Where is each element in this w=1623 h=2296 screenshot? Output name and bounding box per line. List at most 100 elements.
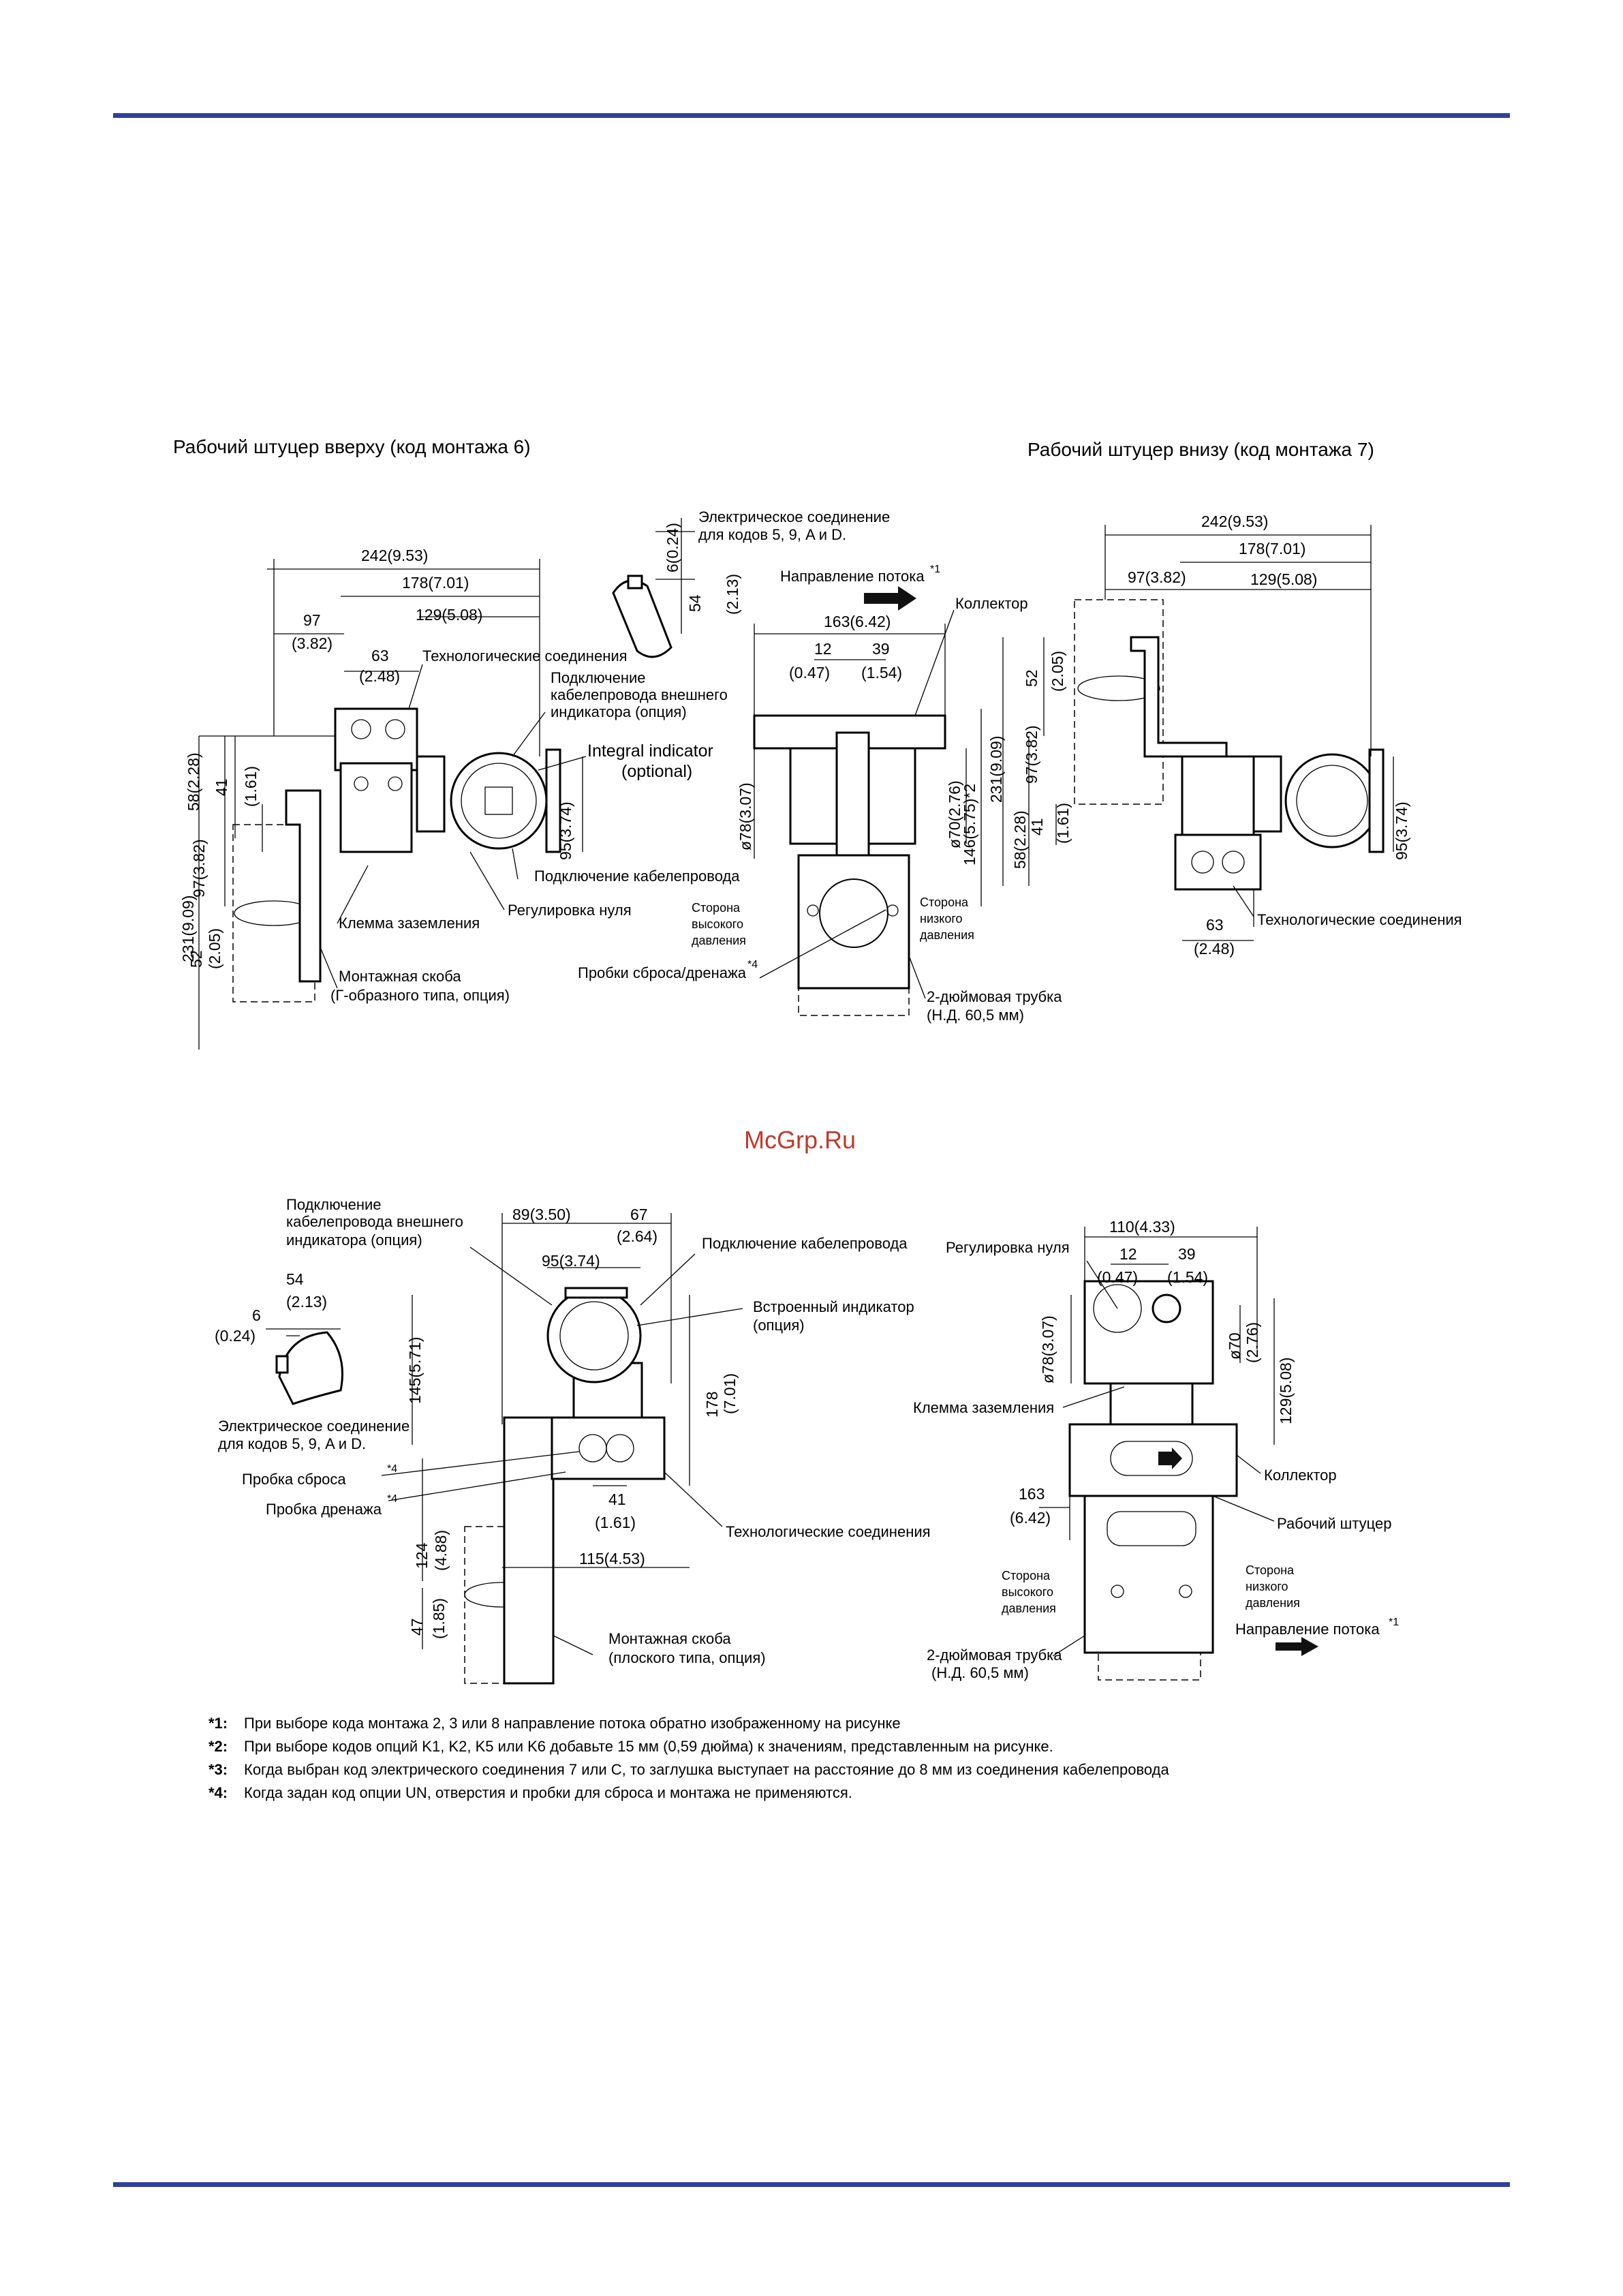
fig3-bracket2: (плоского типа, опция) xyxy=(608,1649,766,1666)
fig4-flow-arrow xyxy=(1276,1637,1318,1656)
footnote: *4:Когда задан код опции UN, отверстия и… xyxy=(208,1784,852,1801)
fig1-ext1: Подключение xyxy=(551,669,646,686)
mid-flow-arrow xyxy=(864,586,916,611)
mid-flow-sup: *1 xyxy=(930,564,940,575)
fig4-collector xyxy=(1068,1423,1238,1497)
fig2-dim-129: 129(5.08) xyxy=(1250,570,1317,588)
fig4-dim-12b: (0.47) xyxy=(1097,1268,1138,1286)
mid-elec-detail xyxy=(612,579,673,658)
fig1-zero: Регулировка нуля xyxy=(508,902,632,919)
fig1-dim-52b: (2.05) xyxy=(206,928,223,969)
fig4-dim-110: 110(4.33) xyxy=(1109,1218,1175,1236)
fig2-dim-41: 41 xyxy=(1028,818,1046,836)
mid-dim-78: ø78(3.07) xyxy=(737,782,754,851)
fig3-dim-178b: (7.01) xyxy=(721,1373,739,1414)
fig4-lp1: Сторона xyxy=(1246,1563,1295,1577)
fig3-dim-124: 124 xyxy=(413,1542,431,1569)
fig2-dim-97v: 97(3.82) xyxy=(1023,725,1040,784)
fig1-ext3: индикатора (опция) xyxy=(551,703,687,720)
fig4-dim-39: 39 xyxy=(1178,1245,1196,1263)
fig4-ground: Клемма заземления xyxy=(913,1399,1054,1416)
fig3-dim-6b: (0.24) xyxy=(215,1327,256,1345)
mid-dim-163: 163(6.42) xyxy=(824,613,891,630)
mid-capsule-right xyxy=(867,747,916,845)
fig4-flow: Направление потока xyxy=(1235,1621,1380,1638)
fig4-housing xyxy=(1083,1280,1214,1385)
fig1-dim-97v: 97(3.82) xyxy=(190,839,208,898)
fig1-ext2: кабелепровода внешнего xyxy=(551,686,728,703)
fig3-dim-47b: (1.85) xyxy=(430,1598,448,1639)
mid-elec2: для кодов 5, 9, A и D. xyxy=(698,526,846,543)
fig1-flange-top xyxy=(334,707,418,771)
fig3-elec1: Электрическое соединение xyxy=(218,1418,409,1435)
fig3-dim-47: 47 xyxy=(408,1618,426,1636)
fig2-dim-63: 63 xyxy=(1206,916,1224,934)
fig2-drawing: 242(9.53) 178(7.01) 97(3.82) 129(5.08) 5… xyxy=(987,512,1462,958)
fig2-housing xyxy=(1284,753,1380,848)
fig2-dim-178: 178(7.01) xyxy=(1239,540,1305,557)
mid-pipe2: (Н.Д. 60,5 мм) xyxy=(927,1007,1024,1024)
fig4-dim-70: ø70 xyxy=(1226,1332,1243,1360)
fig1-drawing: 242(9.53) 178(7.01) 129(5.08) 97 (3.82) … xyxy=(179,547,740,1050)
fig2-dim-242: 242(9.53) xyxy=(1201,512,1268,530)
fig4-dim-12: 12 xyxy=(1119,1245,1137,1263)
mid-hp2: высокого xyxy=(692,917,743,931)
fig3-dim-115: 115(4.53) xyxy=(579,1550,645,1567)
fig3-dim-145: 145(5.71) xyxy=(406,1337,424,1404)
mid-plugs: Пробки сброса/дренажа xyxy=(578,964,747,981)
mid-lp1: Сторона xyxy=(920,896,969,909)
fig3-dim-54b: (2.13) xyxy=(286,1293,327,1311)
footnote: *2:При выборе кодов опций K1, K2, K5 или… xyxy=(208,1738,1053,1755)
fig1-dim-95: 95(3.74) xyxy=(557,801,574,860)
fig1-process-label: Технологические соединения xyxy=(422,647,628,664)
mid-dim-54: 54 xyxy=(686,594,704,612)
fig4-fitting: Рабочий штуцер xyxy=(1277,1515,1391,1532)
fig1-housing xyxy=(450,752,548,850)
fig3-indicator2: (опция) xyxy=(753,1317,805,1334)
fig1-capsule xyxy=(339,762,413,853)
fig4-lp3: давления xyxy=(1246,1596,1300,1610)
fig2-capsule xyxy=(1181,755,1255,840)
fig2-dim-97: 97(3.82) xyxy=(1128,568,1186,586)
footnotes: *1:При выборе кода монтажа 2, 3 или 8 на… xyxy=(208,1715,1169,1807)
fig3-bracket xyxy=(503,1416,555,1685)
fig2-bracket xyxy=(1130,636,1228,758)
fig1-dim-242: 242(9.53) xyxy=(361,547,428,564)
fig1-ground: Клемма заземления xyxy=(339,915,480,932)
mid-dim-54b: (2.13) xyxy=(724,574,741,615)
fig4-dim-163b: (6.42) xyxy=(1010,1509,1051,1527)
fig2-flange xyxy=(1174,833,1262,891)
fig3-elec-detail xyxy=(278,1331,343,1405)
fig3-drain-sup: *4 xyxy=(387,1493,397,1505)
mid-pipe1: 2-дюймовая трубка xyxy=(927,988,1062,1005)
fig4-hp1: Сторона xyxy=(1002,1569,1051,1582)
fig3-vent: Пробка сброса xyxy=(242,1471,346,1488)
fig1-title: Рабочий штуцер вверху (код монтажа 6) xyxy=(173,436,531,457)
fig1-dim-41b: (1.61) xyxy=(242,766,260,807)
fig3-vent-sup: *4 xyxy=(387,1463,397,1475)
mid-lp3: давления xyxy=(920,928,974,942)
fig2-pipe xyxy=(1074,599,1164,805)
fig1-dim-178: 178(7.01) xyxy=(402,574,469,592)
fig3-drawing: 54 (2.13) 6 (0.24) Электрическое соедине… xyxy=(215,1196,931,1685)
fig4-plate xyxy=(1083,1495,1214,1654)
fig1-dim-63: 63 xyxy=(371,647,389,664)
fig3-dim-41b: (1.61) xyxy=(595,1514,636,1531)
footnote: *1:При выборе кода монтажа 2, 3 или 8 на… xyxy=(208,1715,901,1732)
fig4-dim-39b: (1.54) xyxy=(1167,1268,1208,1286)
mid-dim-70: ø70(2.76) xyxy=(946,780,963,848)
mid-collector: Коллектор xyxy=(955,595,1028,612)
mid-dim-12: 12 xyxy=(814,640,832,658)
fig3-housing xyxy=(546,1288,642,1383)
mid-flow: Направление потока xyxy=(780,568,925,585)
fig4-dim-78: ø78(3.07) xyxy=(1039,1315,1057,1383)
fig2-dim-63b: (2.48) xyxy=(1194,940,1235,958)
fig3-bracket1: Монтажная скоба xyxy=(608,1630,731,1647)
fig1-conduit: Подключение кабелепровода xyxy=(534,868,740,885)
fig4-flow-sup: *1 xyxy=(1389,1617,1399,1628)
mid-dim-39: 39 xyxy=(872,640,890,658)
fig3-drain: Пробка дренажа xyxy=(266,1501,382,1518)
fig1-bracket2: (Г-образного типа, опция) xyxy=(330,987,510,1004)
fig3-conduit: Подключение кабелепровода xyxy=(702,1235,908,1252)
